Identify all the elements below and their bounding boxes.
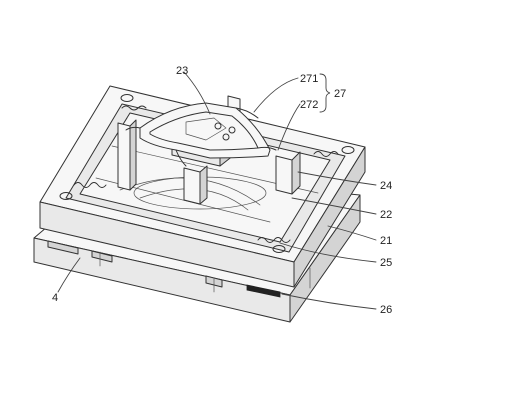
corner-holes [59,94,355,253]
leader-23 [183,71,211,115]
leader-271 [253,77,299,113]
reference-labels: 23 271 272 27 24 22 21 25 4 26 [52,65,392,316]
label-4: 4 [52,292,58,304]
leader-25 [279,242,377,263]
post-right [275,155,293,195]
spring-back-right [313,151,339,157]
corner-hole-front-left [59,192,73,200]
leader-26 [281,293,377,310]
platform-arm-271 [235,107,259,119]
post-center [183,167,201,205]
spring-front-right [257,237,291,243]
spring-front-left [73,182,107,188]
label-23: 23 [176,65,188,77]
leader-22 [291,197,377,215]
label-26: 26 [380,304,392,316]
moving-platform [125,102,277,167]
corner-hole-back-right [341,146,355,154]
post-left [117,122,131,191]
leader-4 [57,257,81,293]
brace-27 [319,73,331,113]
label-25: 25 [380,257,392,269]
leader-24 [297,171,377,186]
label-22: 22 [380,209,392,221]
label-24: 24 [380,180,392,192]
corner-hole-front-right [272,245,286,253]
label-21: 21 [380,235,392,247]
leader-272 [277,103,301,151]
leader-lines [57,71,377,310]
corner-hole-back-left [120,94,134,102]
springs [73,105,339,243]
spring-back-left [121,105,147,111]
label-271: 271 [300,73,318,85]
leader-21 [327,225,377,241]
platform-arm-272 [257,146,277,151]
label-272: 272 [300,99,318,111]
label-27: 27 [334,88,346,100]
